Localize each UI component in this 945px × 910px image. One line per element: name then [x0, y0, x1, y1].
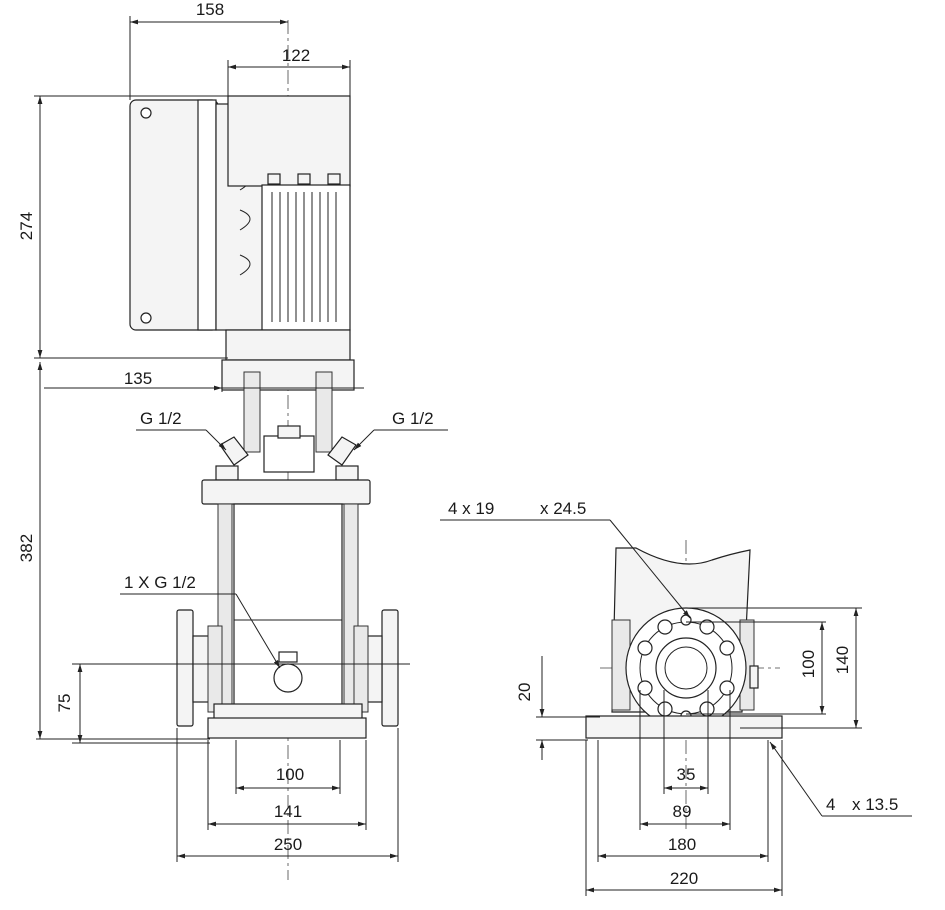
dim-bore-pitch: 89: [639, 690, 731, 830]
dim-top-motor: 122: [227, 46, 351, 100]
dim-141-label: 141: [274, 802, 302, 821]
vent-right-label: G 1/2: [392, 409, 434, 428]
dim-height-motor: 274: [17, 95, 230, 359]
holes-depth-label: x 24.5: [540, 499, 586, 518]
dim-158-label: 158: [196, 0, 224, 19]
dim-foot-pitch: 180: [597, 740, 769, 862]
front-view: 158 122 274 382 135: [17, 0, 448, 880]
callout-vent-right: G 1/2: [353, 409, 448, 451]
dim-base-height: 20: [515, 656, 600, 760]
dim-foot-overall: 220: [585, 740, 783, 896]
flange-view: 4 x 19 x 24.5 100 140 20 35: [440, 499, 912, 896]
vent-left-label: G 1/2: [140, 409, 182, 428]
callout-drain: 1 X G 1/2: [120, 573, 281, 669]
flange-disc: [625, 607, 747, 729]
dim-250-label: 250: [274, 835, 302, 854]
dim-180-label: 180: [668, 835, 696, 854]
dim-100-flange-label: 100: [799, 650, 818, 678]
dim-274-label: 274: [17, 212, 36, 240]
dim-height-pump: 382: [17, 362, 43, 739]
dim-75-label: 75: [55, 694, 74, 713]
holes-count-label: 4 x 19: [448, 499, 494, 518]
dim-220-label: 220: [670, 869, 698, 888]
dim-top-overall: 158: [129, 0, 288, 100]
callout-foot-holes: 4 x 13.5: [769, 741, 912, 817]
dim-base-overall: 250: [176, 728, 399, 862]
dim-base-mid: 141: [207, 740, 367, 830]
inlet-flange-left: [176, 609, 223, 727]
pump-head: [201, 479, 371, 505]
callout-vent-left: G 1/2: [136, 409, 227, 451]
motor-stool: [221, 329, 355, 473]
dim-bore: 35: [663, 690, 709, 794]
foot-holes-size-label: x 13.5: [852, 795, 898, 814]
dim-100-label: 100: [276, 765, 304, 784]
dim-20-label: 20: [515, 683, 534, 702]
dim-bolt-circle: 100 140: [686, 607, 862, 729]
motor-body: [227, 95, 351, 331]
callout-flange-holes: 4 x 19 x 24.5: [440, 499, 691, 619]
drain-label: 1 X G 1/2: [124, 573, 196, 592]
drain-plug: [273, 651, 303, 693]
dim-140-flange-label: 140: [833, 646, 852, 674]
pump-base: [207, 703, 367, 739]
dim-135-label: 135: [124, 369, 152, 388]
outlet-flange-right: [353, 609, 399, 727]
vent-plugs: [215, 436, 359, 481]
flange-base-plate: [585, 715, 783, 739]
dim-89-label: 89: [673, 802, 692, 821]
dim-suction-height: 75: [55, 663, 410, 744]
dim-382-label: 382: [17, 534, 36, 562]
dim-35-label: 35: [677, 765, 696, 784]
foot-holes-count-label: 4: [826, 795, 835, 814]
dim-adapter-width: 135: [44, 369, 364, 392]
dim-base-inner: 100: [235, 740, 341, 794]
dim-122-label: 122: [282, 46, 310, 65]
